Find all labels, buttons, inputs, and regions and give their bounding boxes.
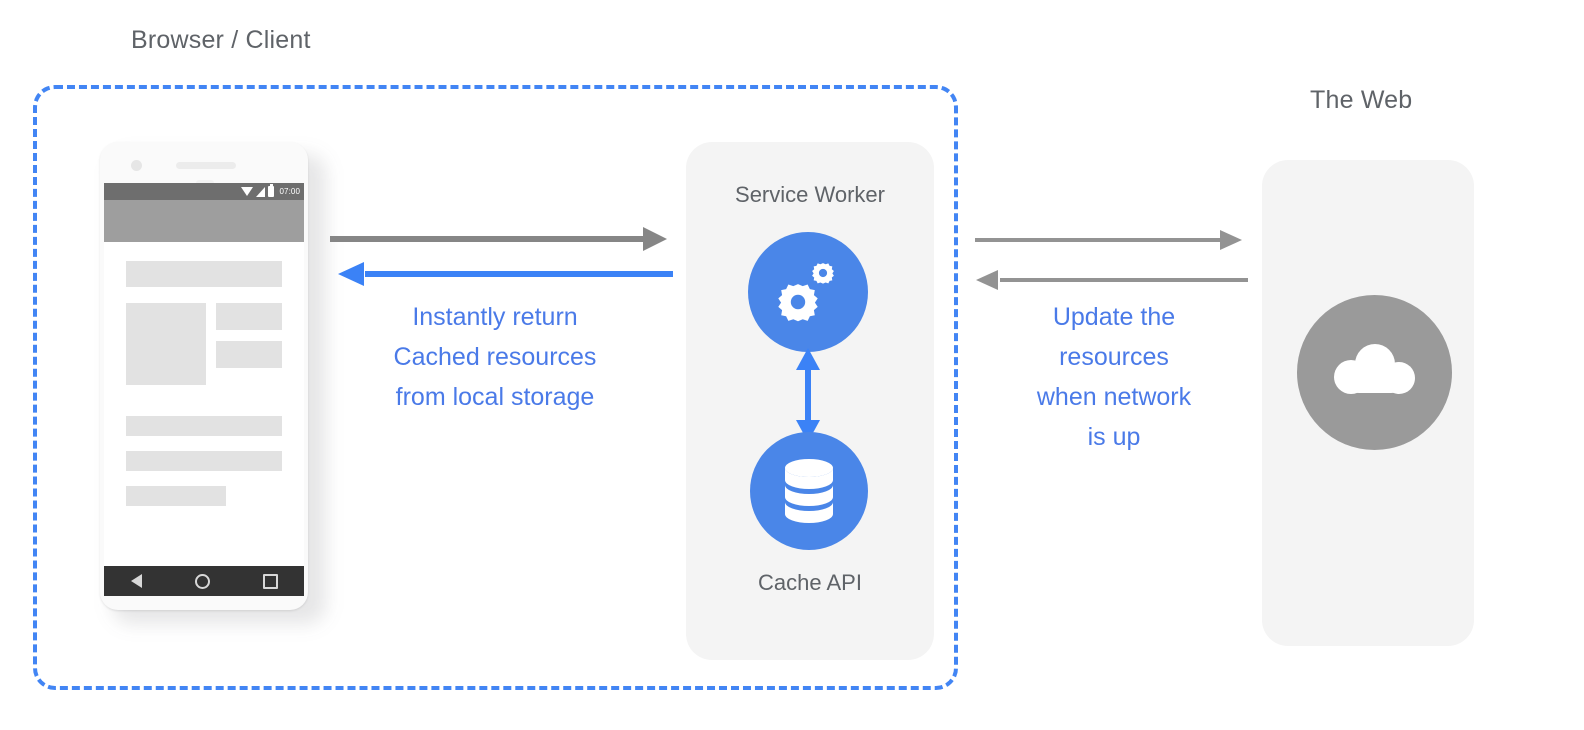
- browser-client-boundary: [33, 85, 958, 690]
- sync-arrow-shaft: [805, 366, 811, 428]
- cached-response-annotation: Instantly return Cached resources from l…: [393, 303, 597, 411]
- status-bar-time: 07:00: [279, 187, 300, 196]
- network-response-arrow-shaft: [1000, 278, 1248, 282]
- wifi-icon: [241, 187, 254, 196]
- cached-response-arrow-head: [338, 262, 364, 286]
- request-arrow-head: [643, 227, 667, 251]
- nav-recents-icon[interactable]: [262, 573, 278, 589]
- database-icon: [750, 432, 868, 550]
- front-camera-icon: [131, 160, 142, 171]
- sync-arrow-head-up: [796, 348, 820, 370]
- phone-screen: 07:00: [104, 183, 304, 566]
- the-web-title: The Web: [1310, 86, 1413, 114]
- network-request-arrow-shaft: [975, 238, 1223, 242]
- skeleton-block: [126, 486, 226, 506]
- android-navigation-bar: [104, 566, 304, 596]
- service-worker-label: Service Worker: [735, 182, 885, 207]
- skeleton-block: [126, 416, 282, 436]
- cloud-icon: [1297, 295, 1452, 450]
- skeleton-block: [216, 341, 282, 368]
- nav-back-icon[interactable]: [130, 574, 142, 588]
- skeleton-block: [126, 451, 282, 471]
- nav-home-icon[interactable]: [194, 573, 210, 589]
- browser-client-title: Browser / Client: [131, 26, 311, 54]
- cache-api-label: Cache API: [758, 570, 862, 595]
- network-update-annotation: Update the resources when network is up: [1036, 303, 1192, 451]
- signal-icon: [256, 186, 266, 197]
- skeleton-block: [126, 303, 206, 385]
- status-bar: 07:00: [104, 183, 304, 200]
- earpiece-speaker: [176, 162, 236, 169]
- skeleton-block: [216, 303, 282, 330]
- battery-icon: [268, 184, 275, 197]
- gears-icon: [748, 232, 868, 352]
- cached-response-arrow-shaft: [365, 271, 673, 277]
- phone-body: 07:00: [100, 142, 308, 610]
- app-toolbar: [104, 200, 304, 242]
- request-arrow-shaft: [330, 236, 645, 242]
- network-request-arrow-head: [1220, 230, 1242, 250]
- network-response-arrow-head: [976, 270, 998, 290]
- skeleton-block: [126, 261, 282, 287]
- phone-mockup: 07:00: [100, 142, 326, 624]
